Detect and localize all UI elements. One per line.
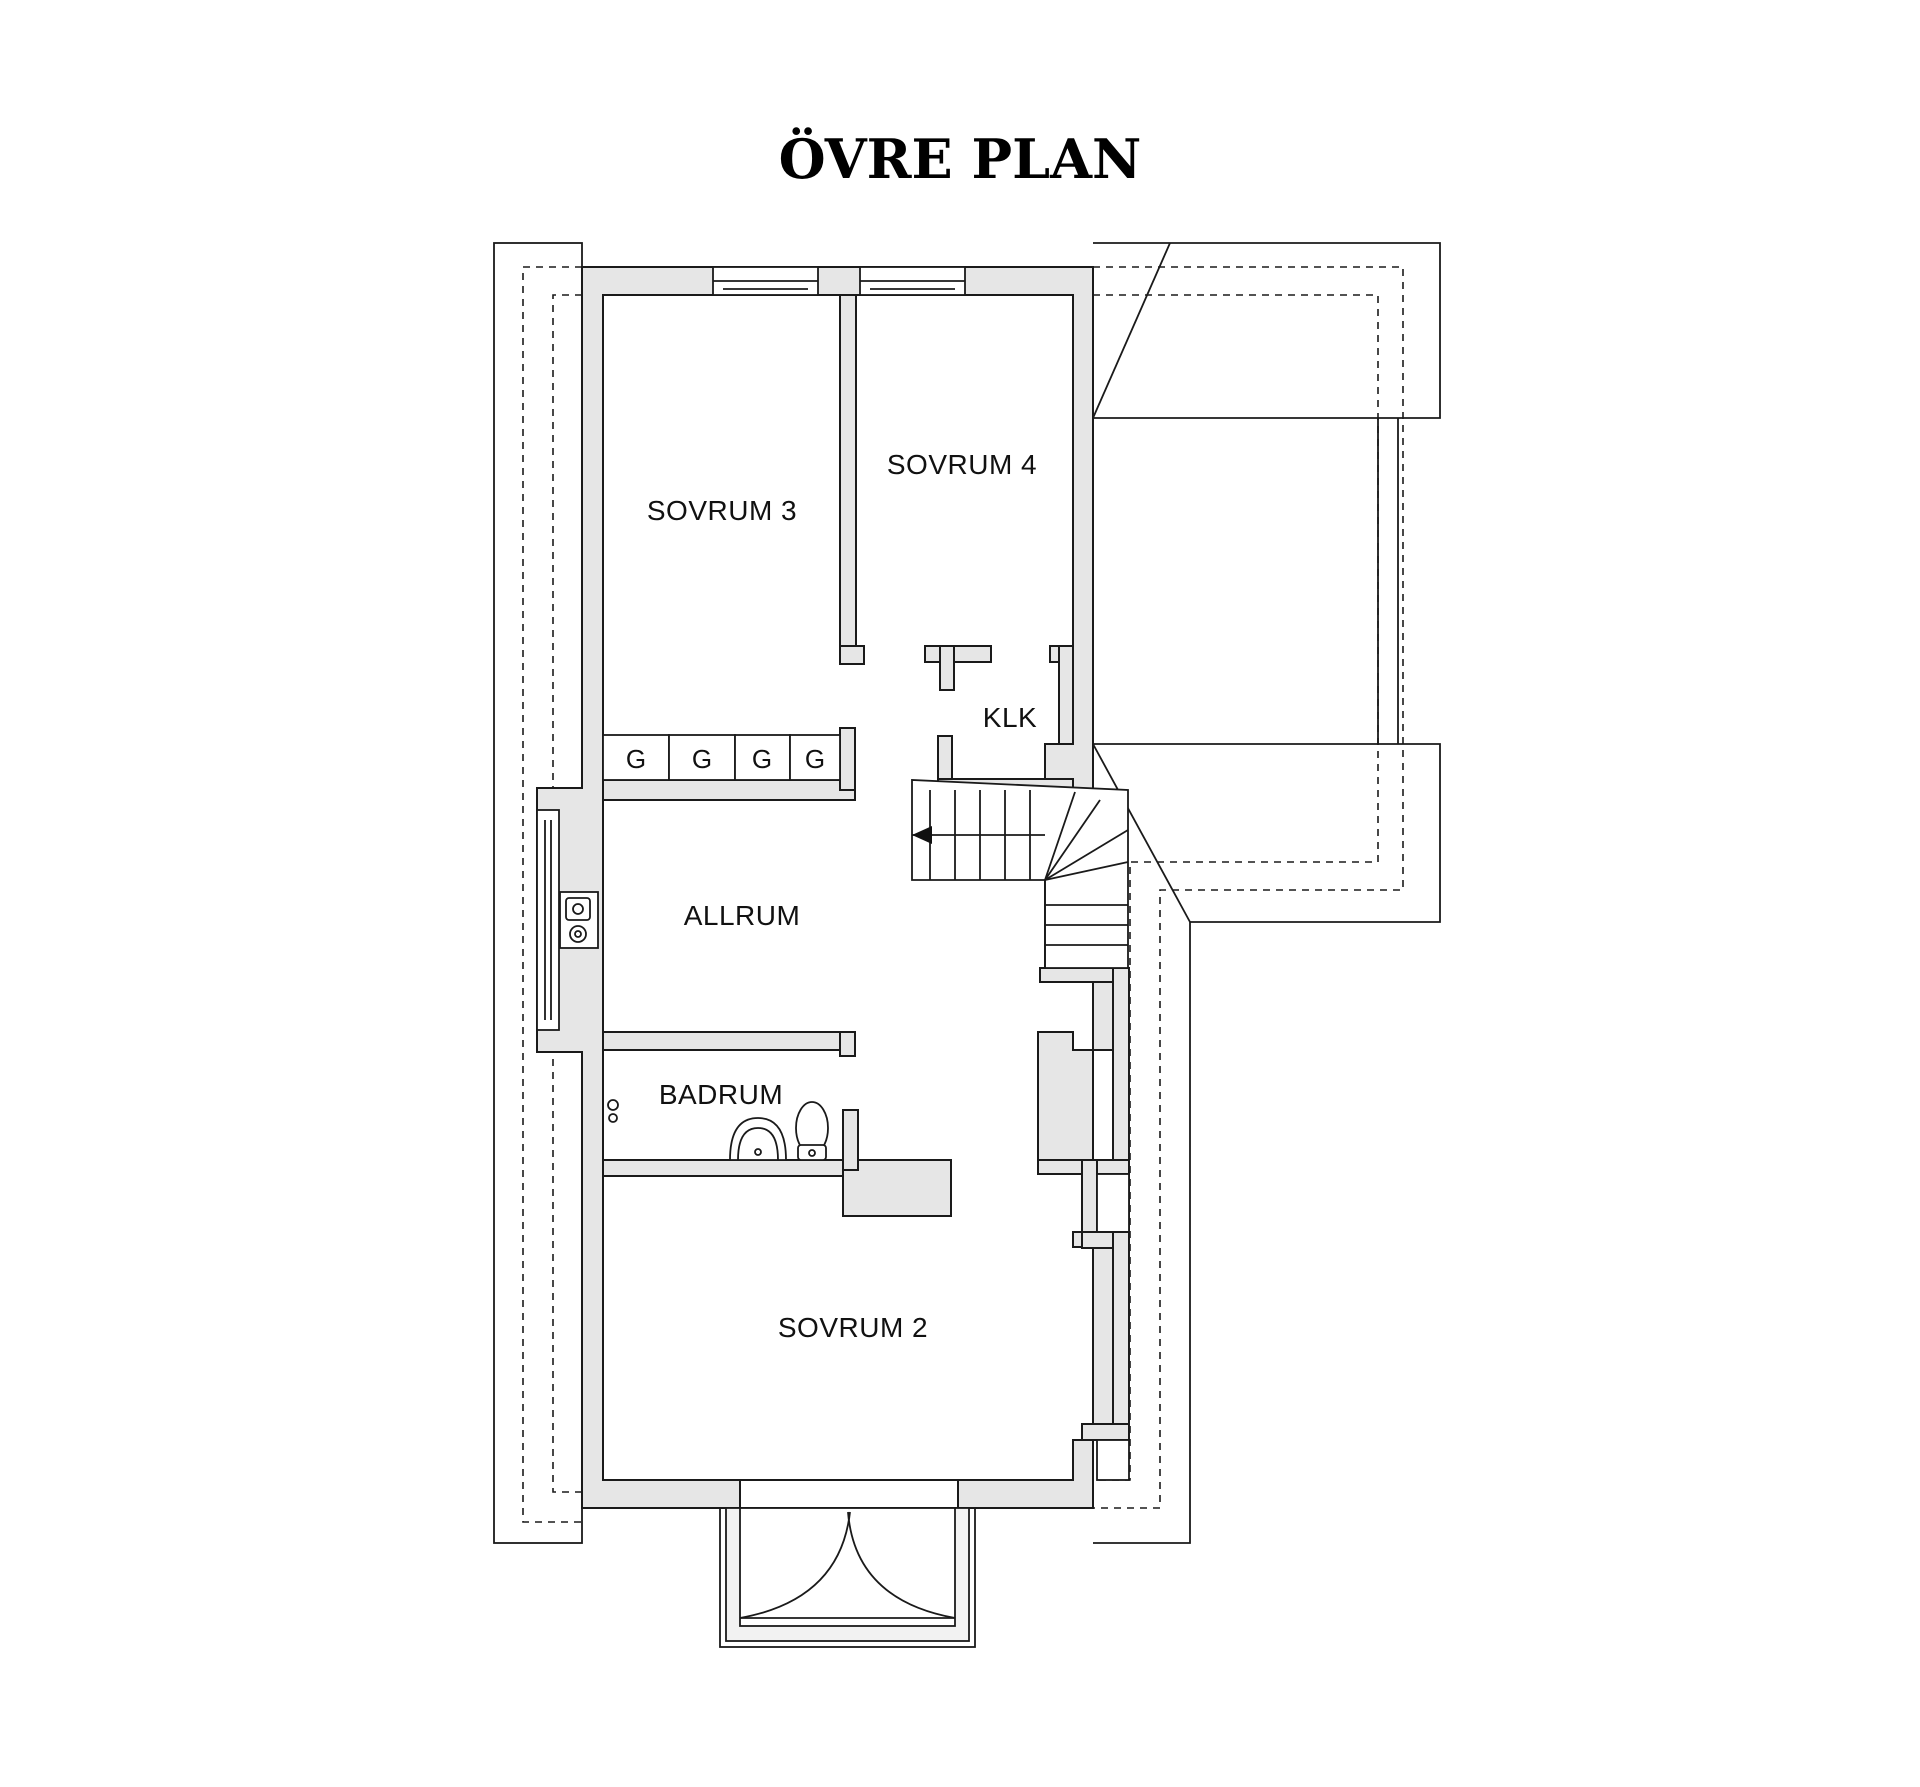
window-allrum xyxy=(536,809,560,1031)
balcony-door xyxy=(739,1511,956,1619)
wardrobe-label: G xyxy=(805,744,825,774)
room-label-allrum: ALLRUM xyxy=(684,900,801,931)
window-sovrum3 xyxy=(712,266,819,296)
wardrobe-label: G xyxy=(626,744,646,774)
room-label-sovrum2: SOVRUM 2 xyxy=(778,1312,928,1343)
window-sovrum4 xyxy=(859,266,966,296)
room-label-sovrum4: SOVRUM 4 xyxy=(887,449,1037,480)
kitchenette-sink xyxy=(559,891,599,949)
interior-walls xyxy=(602,294,1130,1481)
wardrobe-label: G xyxy=(752,744,772,774)
washbasin-icon xyxy=(729,1117,787,1161)
balcony xyxy=(719,1507,976,1648)
room-label-sovrum3: SOVRUM 3 xyxy=(647,495,797,526)
roof-outline-right xyxy=(1092,242,1441,1544)
room-label-badrum: BADRUM xyxy=(659,1079,783,1110)
stair-direction-arrow-icon xyxy=(912,826,932,844)
wardrobe xyxy=(734,734,791,781)
plan-title: ÖVRE PLAN xyxy=(779,127,1142,191)
room-label-klk: KLK xyxy=(983,702,1037,733)
staircase xyxy=(911,779,1129,969)
wardrobe xyxy=(668,734,736,781)
bathroom-fixtures xyxy=(607,1099,829,1161)
wardrobe xyxy=(789,734,841,781)
toilet-icon xyxy=(795,1101,829,1161)
wardrobes: G G G G xyxy=(602,734,841,781)
wardrobe-label: G xyxy=(692,744,712,774)
shower-tap-icon xyxy=(607,1099,619,1123)
